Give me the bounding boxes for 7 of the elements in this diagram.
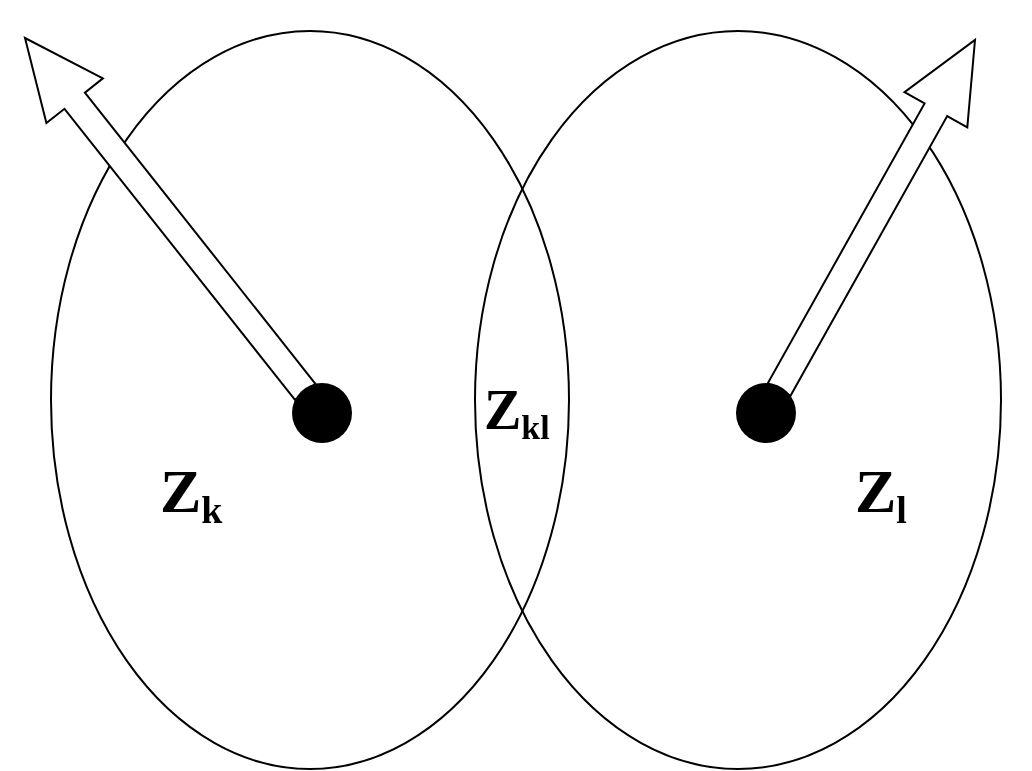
set-label: Z$_{l}$ [855,460,907,529]
set-label: Z$_{k}$ [160,460,223,529]
set-ellipse [474,30,1002,770]
block-arrow [23,36,317,402]
block-arrow [766,37,977,398]
set-ellipse [50,30,570,770]
intersection-label: Z$_{kl}$ [484,382,550,445]
